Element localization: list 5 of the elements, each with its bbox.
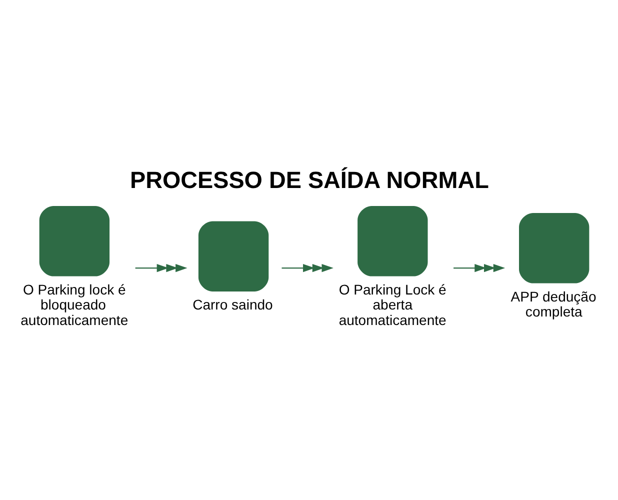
node-label: APP dedução completa: [510, 288, 596, 320]
node-label: O Parking Lock é aberta automaticamente: [338, 280, 446, 328]
node-label: Carro saindo: [192, 296, 273, 312]
diagram-title: PROCESSO DE SAÍDA NORMAL: [130, 166, 489, 192]
node-label: O Parking lock é bloqueado automaticamente: [20, 280, 128, 328]
